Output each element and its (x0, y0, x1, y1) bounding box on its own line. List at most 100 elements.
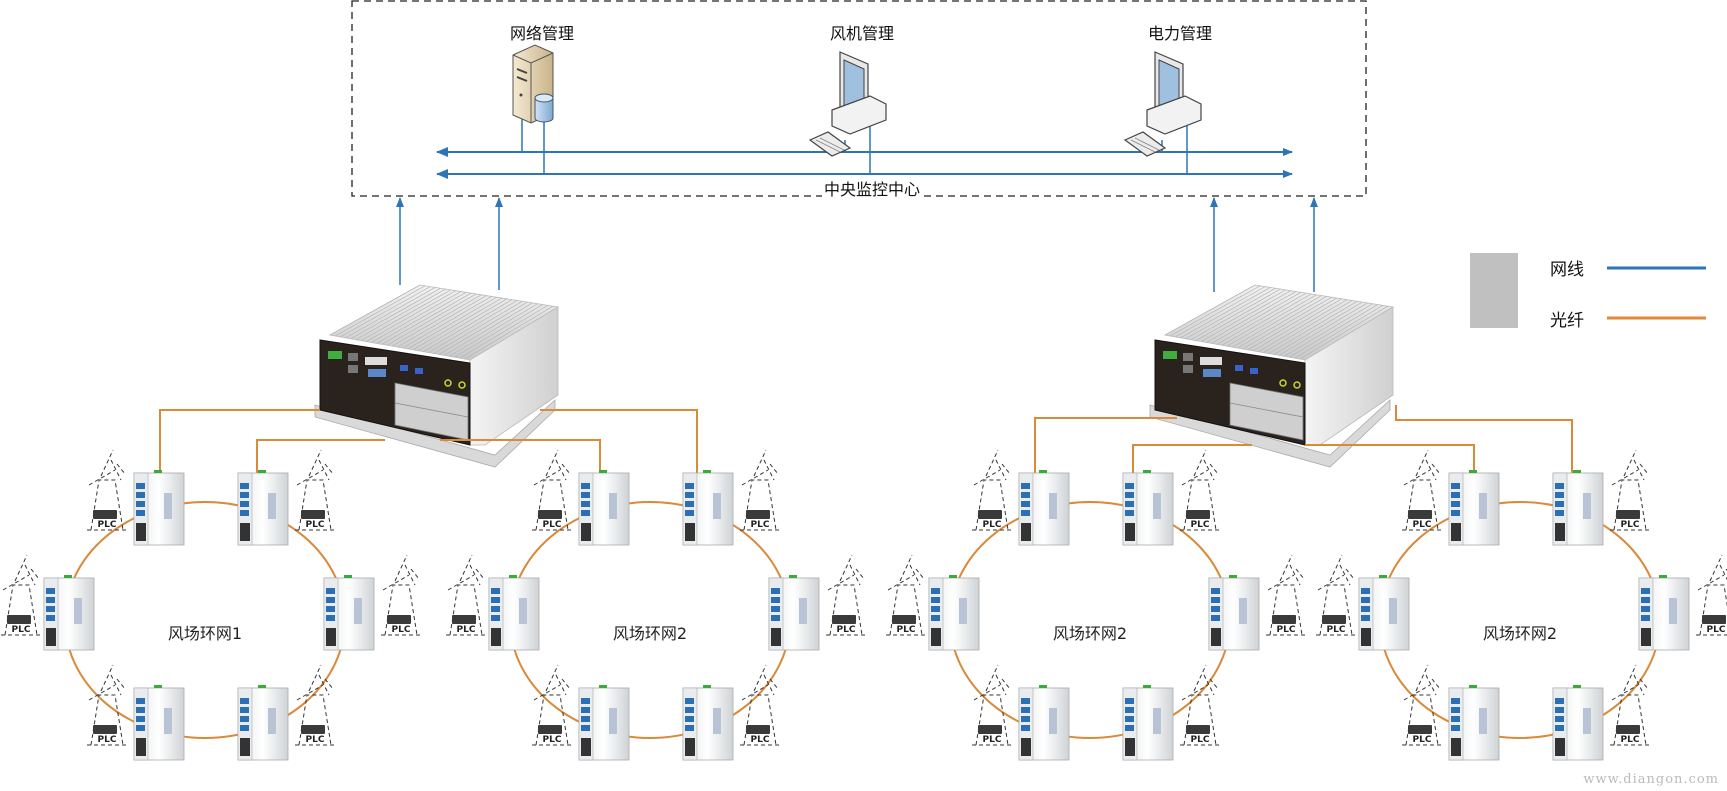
plc-tower-icon: PLC (295, 449, 335, 531)
industrial-switch-icon (1122, 685, 1174, 761)
ring-4: PLC PLC PLC PLC PLC PLC (1316, 449, 1727, 761)
plc-label: PLC (983, 735, 1002, 745)
ring-label-4: 风场环网2 (1482, 624, 1558, 643)
node-label-network-mgmt: 网络管理 (509, 24, 575, 43)
plc-label: PLC (12, 625, 31, 635)
plc-tower-icon: PLC (1402, 664, 1442, 746)
plc-tower-icon: PLC (446, 554, 486, 636)
plc-label: PLC (1327, 625, 1346, 635)
industrial-switch-icon (133, 685, 185, 761)
plc-label: PLC (98, 735, 117, 745)
industrial-switch-icon (488, 575, 540, 651)
plc-tower-icon: PLC (972, 449, 1012, 531)
industrial-switch-icon (682, 685, 734, 761)
industrial-switch-icon (133, 470, 185, 546)
plc-label: PLC (543, 520, 562, 530)
industrial-switch-icon (237, 470, 289, 546)
plc-tower-icon: PLC (1, 554, 41, 636)
industrial-switch-icon (1638, 575, 1690, 651)
plc-label: PLC (1707, 625, 1726, 635)
industrial-switch-icon (578, 470, 630, 546)
plc-label: PLC (983, 520, 1002, 530)
embedded-computer-icon-1 (314, 284, 560, 468)
fiber-link-gw2-ring4-b (1395, 405, 1573, 480)
ring-label-2: 风场环网2 (612, 624, 688, 643)
workstation-icon-power (1123, 51, 1202, 157)
plc-label: PLC (1191, 735, 1210, 745)
fiber-link-gw2-ring4-a (1305, 444, 1475, 480)
ring-2: PLC PLC PLC PLC PLC PLC (446, 449, 866, 761)
plc-label: PLC (751, 735, 770, 745)
plc-label: PLC (1621, 520, 1640, 530)
server-icon (512, 44, 554, 124)
plc-label: PLC (1621, 735, 1640, 745)
plc-tower-icon: PLC (826, 554, 866, 636)
node-label-fan-mgmt: 风机管理 (829, 24, 895, 43)
plc-label: PLC (306, 520, 325, 530)
plc-tower-icon: PLC (1266, 554, 1306, 636)
ring-1: PLC PLC PLC PLC PLC PLC (1, 449, 421, 761)
plc-tower-icon: PLC (972, 664, 1012, 746)
plc-tower-icon: PLC (1180, 449, 1220, 531)
fiber-link-gw1-ring2-b (540, 409, 698, 480)
fiber-link-gw1-ring1-a (159, 409, 320, 480)
industrial-switch-icon (237, 685, 289, 761)
fiber-link-gw1-ring2-a (440, 439, 601, 480)
industrial-switch-icon (1122, 470, 1174, 546)
legend-label-fiber: 光纤 (1550, 311, 1584, 331)
plc-tower-icon: PLC (1610, 449, 1650, 531)
plc-label: PLC (1413, 520, 1432, 530)
industrial-switch-icon (1208, 575, 1260, 651)
industrial-switch-icon (43, 575, 95, 651)
industrial-switch-icon (1358, 575, 1410, 651)
node-label-power-mgmt: 电力管理 (1147, 24, 1213, 43)
plc-label: PLC (897, 625, 916, 635)
ring-label-3: 风场环网2 (1052, 624, 1128, 643)
plc-tower-icon: PLC (532, 664, 572, 746)
plc-label: PLC (543, 735, 562, 745)
industrial-switch-icon (1448, 470, 1500, 546)
industrial-switch-icon (323, 575, 375, 651)
plc-tower-icon: PLC (295, 664, 335, 746)
plc-tower-icon: PLC (886, 554, 926, 636)
ring-label-1: 风场环网1 (167, 624, 243, 643)
plc-label: PLC (98, 520, 117, 530)
industrial-switch-icon (1018, 685, 1070, 761)
plc-label: PLC (1277, 625, 1296, 635)
plc-label: PLC (306, 735, 325, 745)
legend-swatch (1470, 253, 1518, 328)
central-monitoring-title: 中央监控中心 (821, 176, 923, 200)
plc-tower-icon: PLC (1610, 664, 1650, 746)
fiber-link-gw2-ring3-b (1132, 444, 1252, 480)
industrial-switch-icon (1448, 685, 1500, 761)
plc-tower-icon: PLC (381, 554, 421, 636)
industrial-switch-icon (928, 575, 980, 651)
plc-label: PLC (392, 625, 411, 635)
plc-tower-icon: PLC (1696, 554, 1727, 636)
plc-tower-icon: PLC (532, 449, 572, 531)
plc-tower-icon: PLC (740, 664, 780, 746)
ring-3: PLC PLC PLC PLC PLC PLC (886, 449, 1306, 761)
industrial-switch-icon (1018, 470, 1070, 546)
plc-tower-icon: PLC (87, 664, 127, 746)
plc-label: PLC (837, 625, 856, 635)
watermark: www.diangon.com (1583, 772, 1719, 787)
workstation-icon-fan (808, 51, 887, 157)
plc-label: PLC (1413, 735, 1432, 745)
embedded-computer-icon-2 (1149, 284, 1395, 468)
plc-tower-icon: PLC (1316, 554, 1356, 636)
plc-label: PLC (457, 625, 476, 635)
plc-label: PLC (751, 520, 770, 530)
industrial-switch-icon (1552, 685, 1604, 761)
plc-tower-icon: PLC (1402, 449, 1442, 531)
industrial-switch-icon (682, 470, 734, 546)
plc-tower-icon: PLC (740, 449, 780, 531)
plc-tower-icon: PLC (87, 449, 127, 531)
industrial-switch-icon (1552, 470, 1604, 546)
fiber-link-gw1-ring1-b (256, 439, 385, 480)
fiber-link-gw2-ring3-a (1034, 417, 1177, 480)
legend-label-ethernet: 网线 (1550, 260, 1584, 280)
industrial-switch-icon (768, 575, 820, 651)
industrial-switch-icon (578, 685, 630, 761)
